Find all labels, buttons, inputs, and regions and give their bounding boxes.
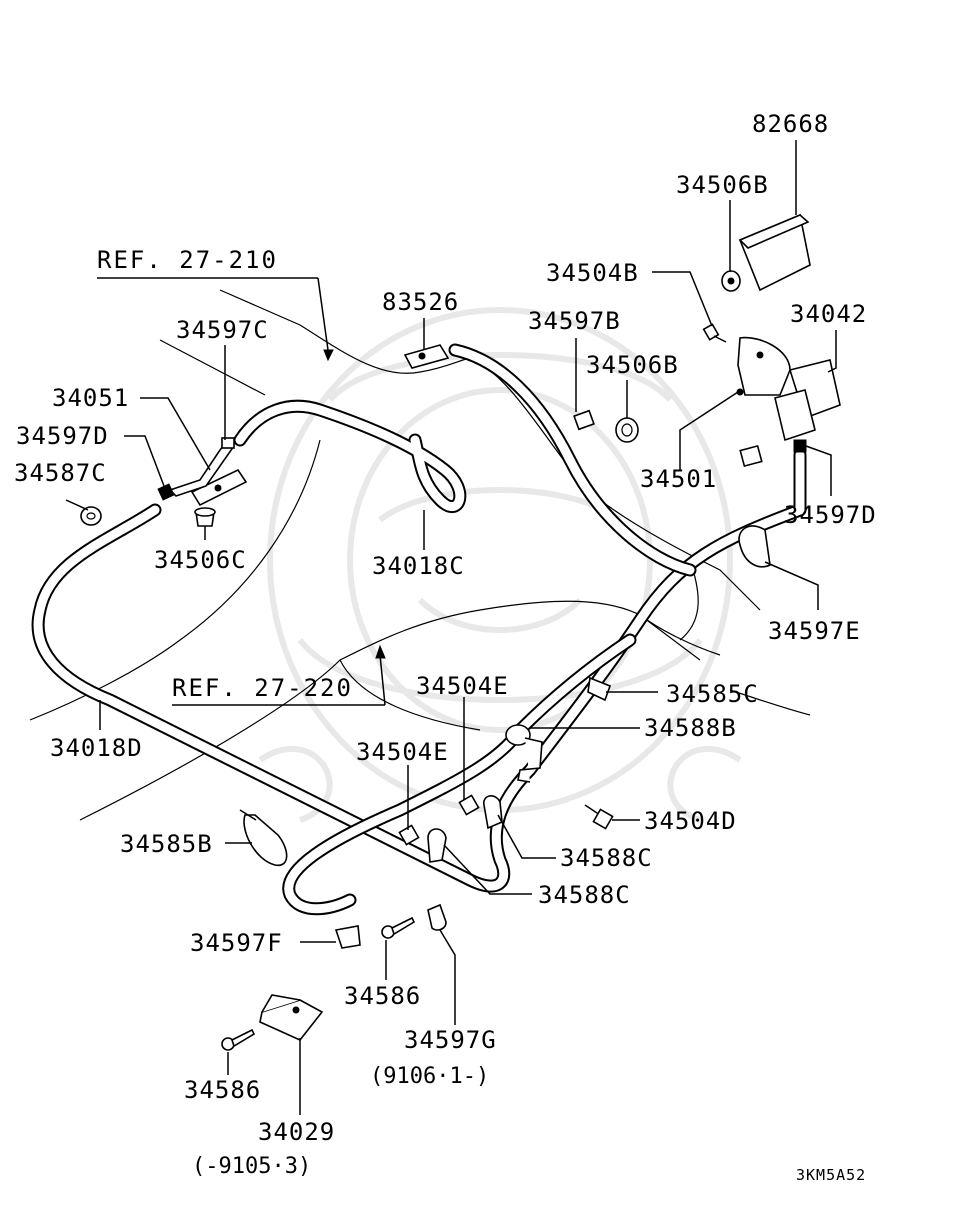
callout-34506C: 34506C — [154, 546, 247, 574]
callout-34042: 34042 — [790, 300, 867, 328]
part-34585B-band — [239, 809, 288, 866]
callout-34504E-b: 34504E — [356, 738, 449, 766]
part-34506B-grommet-a — [721, 270, 741, 292]
diagram-code: 3KM5A52 — [796, 1166, 866, 1184]
reference-pointers — [97, 277, 386, 706]
callout-34588B: 34588B — [644, 714, 737, 742]
part-34051-nozzle-bracket — [168, 438, 248, 507]
part-34588B-clamp — [505, 724, 543, 783]
callout-34506B-b: 34506B — [586, 351, 679, 379]
part-34586-screw-b — [221, 1028, 256, 1051]
callout-34587C: 34587C — [14, 459, 107, 487]
callout-34586-b: 34586 — [184, 1076, 261, 1104]
part-34597B-clip — [573, 409, 595, 431]
part-34029-bracket — [259, 994, 324, 1041]
callout-83526: 83526 — [382, 288, 459, 316]
part-34506C-grommet — [194, 507, 216, 527]
part-34597D-clip-a — [157, 483, 175, 501]
part-34585C-clip — [587, 676, 612, 702]
callout-34597D-b: 34597D — [784, 501, 877, 529]
callout-34504E-a: 34504E — [416, 672, 509, 700]
callout-82668: 82668 — [752, 110, 829, 138]
part-34597E-clamp — [738, 525, 771, 568]
callout-34504D: 34504D — [644, 807, 737, 835]
part-34587C-nut — [80, 506, 102, 526]
part-34506B-grommet-b — [615, 417, 639, 443]
callout-34597G: 34597G — [404, 1026, 497, 1054]
part-34504E-bolt-b — [398, 824, 420, 846]
callout-34597F: 34597F — [190, 929, 283, 957]
callout-labels: REF. 27-210 REF. 27-220 82668 34506B 345… — [14, 110, 877, 1184]
callout-34597D-a: 34597D — [16, 422, 109, 450]
hose-lower-return — [282, 633, 637, 916]
callout-34588C-a: 34588C — [560, 844, 653, 872]
part-34588C-clamp-a — [483, 795, 503, 830]
callout-34506B-a: 34506B — [676, 171, 769, 199]
callout-34585C: 34585C — [666, 680, 759, 708]
hose-34018D — [31, 448, 807, 893]
ref-label-27-220: REF. 27-220 — [172, 674, 353, 702]
part-34597D-clip-b — [793, 439, 807, 453]
part-34504E-bolt-a — [458, 794, 480, 816]
part-34597G-clip — [427, 903, 447, 931]
callout-34586-a: 34586 — [344, 982, 421, 1010]
part-34504D-bolt — [584, 804, 614, 830]
part-34597F-clip — [334, 925, 361, 949]
callout-34051: 34051 — [52, 384, 129, 412]
hose-34018C — [233, 399, 467, 513]
callout-34597G-date: (9106·1-) — [370, 1064, 489, 1089]
callout-34501: 34501 — [640, 465, 717, 493]
callout-34018D: 34018D — [50, 734, 143, 762]
part-34588C-clamp-b — [427, 828, 447, 863]
part-34042-valve — [736, 336, 841, 468]
leader-lines — [65, 140, 837, 1115]
callout-34029: 34029 — [258, 1118, 335, 1146]
part-82668-relay-box — [738, 213, 811, 292]
part-34586-screw-a — [381, 916, 416, 939]
callout-34029-date: (-9105·3) — [192, 1154, 311, 1179]
callout-34585B: 34585B — [120, 830, 213, 858]
hose-upper — [448, 343, 697, 577]
part-83526-clamp — [403, 344, 450, 369]
callout-34588C-b: 34588C — [538, 881, 631, 909]
callout-34018C: 34018C — [372, 552, 465, 580]
callout-34597B: 34597B — [528, 307, 621, 335]
ref-label-27-210: REF. 27-210 — [97, 246, 278, 274]
part-34504B-bolt — [702, 323, 727, 343]
part-34597C-clip — [221, 437, 235, 449]
callout-34597E: 34597E — [768, 617, 861, 645]
callout-34597C: 34597C — [176, 316, 269, 344]
callout-34504B: 34504B — [546, 259, 639, 287]
